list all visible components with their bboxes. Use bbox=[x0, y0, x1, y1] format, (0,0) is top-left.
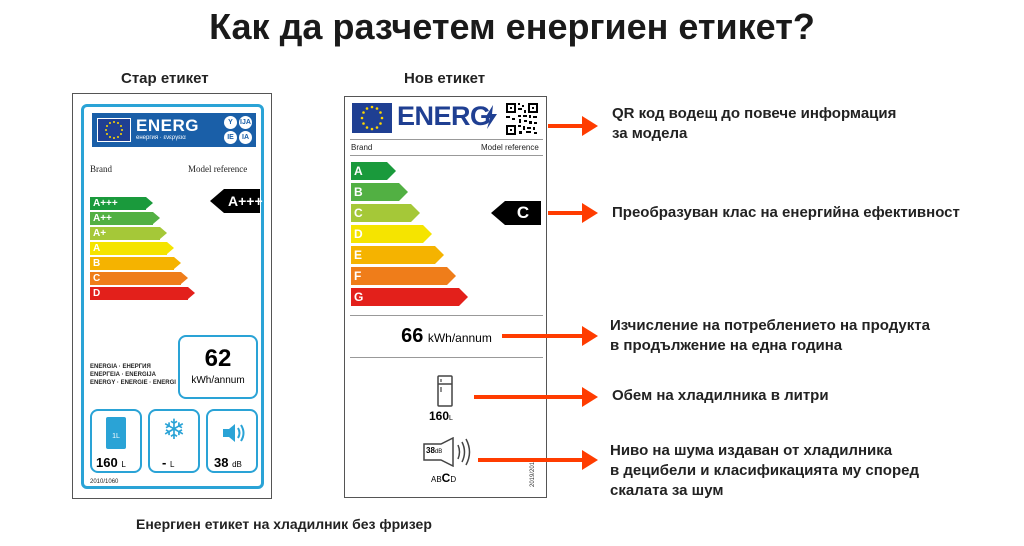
noise-class: D bbox=[450, 475, 457, 484]
old-energy-box: 62 kWh/annum bbox=[178, 335, 258, 399]
annotation-arrow bbox=[474, 387, 598, 407]
eu-stars-icon bbox=[105, 121, 123, 139]
old-efficiency-bar: A++ bbox=[90, 212, 160, 225]
footer-caption: Енергиен етикет на хладилник без фризер bbox=[136, 516, 432, 532]
new-regulation: 2019/2016 bbox=[530, 458, 536, 487]
noise-class-current: C bbox=[441, 471, 451, 485]
new-efficiency-bar: D bbox=[351, 225, 432, 243]
old-header-letter: IJA bbox=[239, 116, 252, 129]
new-label-heading: Нов етикет bbox=[404, 70, 486, 87]
old-volume-icon-label: 1L bbox=[112, 433, 120, 440]
new-efficiency-bar: F bbox=[351, 267, 456, 285]
new-energy-unit: kWh/annum bbox=[427, 331, 492, 345]
old-model-reference: Model reference bbox=[188, 164, 248, 174]
eu-stars-icon bbox=[360, 105, 384, 131]
fridge-icon bbox=[437, 375, 453, 407]
old-efficiency-bar: A+ bbox=[90, 227, 167, 240]
old-noise-box: 38 dB bbox=[206, 409, 258, 473]
old-efficiency-bar: C bbox=[90, 272, 188, 285]
noise-speaker-icon bbox=[423, 437, 471, 467]
new-volume-value: 160L bbox=[429, 409, 453, 423]
page-title: Как да разчетем енергиен етикет? bbox=[209, 6, 815, 47]
divider bbox=[350, 315, 543, 316]
old-efficiency-bar: B bbox=[90, 257, 181, 270]
old-noise-value: 38 dB bbox=[214, 455, 242, 470]
new-brand: Brand bbox=[351, 143, 373, 152]
old-header-small: енергия · ενεργεια bbox=[136, 135, 186, 141]
old-energy-unit: kWh/annum bbox=[191, 375, 245, 386]
old-energy-label: ENERG енергия · ενεργεια Y IJA IE IA Bra… bbox=[72, 93, 272, 499]
new-current-class: C bbox=[516, 203, 530, 222]
qr-code-icon[interactable] bbox=[505, 102, 539, 136]
new-efficiency-bar: E bbox=[351, 246, 444, 264]
annotation-arrow bbox=[548, 203, 598, 223]
annotation-arrow bbox=[502, 326, 598, 346]
annotation-arrow bbox=[548, 116, 598, 136]
new-energy-value: 66 bbox=[401, 325, 424, 347]
new-efficiency-bar: G bbox=[351, 288, 468, 306]
old-freezer-box: ❄ - L bbox=[148, 409, 200, 473]
old-header-letter: IE bbox=[224, 131, 237, 144]
old-current-class-pointer: A+++ bbox=[210, 189, 263, 213]
old-freezer-value: - L bbox=[162, 455, 175, 470]
new-efficiency-bar: C bbox=[351, 204, 420, 222]
new-current-class-pointer: C bbox=[491, 201, 541, 225]
old-language-line: ENERGY · ENERGIE · ENERGI bbox=[90, 380, 176, 386]
old-header-letter: IA bbox=[239, 131, 252, 144]
old-efficiency-bar: A+++ bbox=[90, 197, 153, 210]
old-regulation: 2010/1060 bbox=[90, 479, 119, 485]
old-current-class: A+++ bbox=[228, 193, 263, 209]
new-noise-value: 38dB bbox=[426, 446, 443, 455]
new-header-word: ENERG bbox=[397, 101, 491, 131]
new-efficiency-bar: B bbox=[351, 183, 408, 201]
old-volume-value: 160 L bbox=[96, 455, 126, 470]
old-efficiency-bar: A bbox=[90, 242, 174, 255]
old-header-word: ENERG bbox=[136, 116, 199, 135]
annotation-arrow bbox=[478, 450, 598, 470]
lightning-icon bbox=[485, 105, 497, 129]
old-language-line: ΕΝΕΡΓΕΙΑ · ENERGIJA bbox=[90, 372, 156, 378]
old-label-heading: Стар етикет bbox=[121, 70, 209, 87]
old-efficiency-bar: D bbox=[90, 287, 195, 300]
milk-carton-icon: 1L bbox=[106, 417, 126, 449]
old-language-line: ENERGIA · ЕНЕРГИЯ bbox=[90, 364, 151, 370]
old-label-header: ENERG енергия · ενεργεια Y IJA IE IA bbox=[92, 113, 256, 147]
old-header-letter: Y bbox=[224, 116, 237, 129]
new-energy-consumption: 66 kWh/annum bbox=[345, 325, 548, 348]
new-model-reference: Model reference bbox=[481, 143, 539, 152]
annotation-volume: Обем на хладилника в литри bbox=[612, 387, 829, 404]
eu-flag-icon bbox=[97, 118, 131, 142]
annotation-class: Преобразуван клас на енергийна ефективно… bbox=[612, 204, 960, 221]
snowflake-icon: ❄ bbox=[162, 414, 186, 445]
divider bbox=[350, 357, 543, 358]
divider bbox=[350, 155, 543, 156]
new-efficiency-bar: A bbox=[351, 162, 396, 180]
new-noise-class-scale: ABCD bbox=[431, 469, 456, 487]
noise-class: AB bbox=[431, 475, 442, 484]
old-brand: Brand bbox=[90, 164, 112, 174]
old-volume-box: 1L 160 L bbox=[90, 409, 142, 473]
old-label-frame: ENERG енергия · ενεργεια Y IJA IE IA Bra… bbox=[81, 104, 264, 489]
divider bbox=[350, 139, 543, 140]
eu-flag-icon bbox=[352, 103, 392, 133]
old-energy-value: 62 bbox=[204, 345, 232, 372]
speaker-icon bbox=[223, 424, 245, 442]
